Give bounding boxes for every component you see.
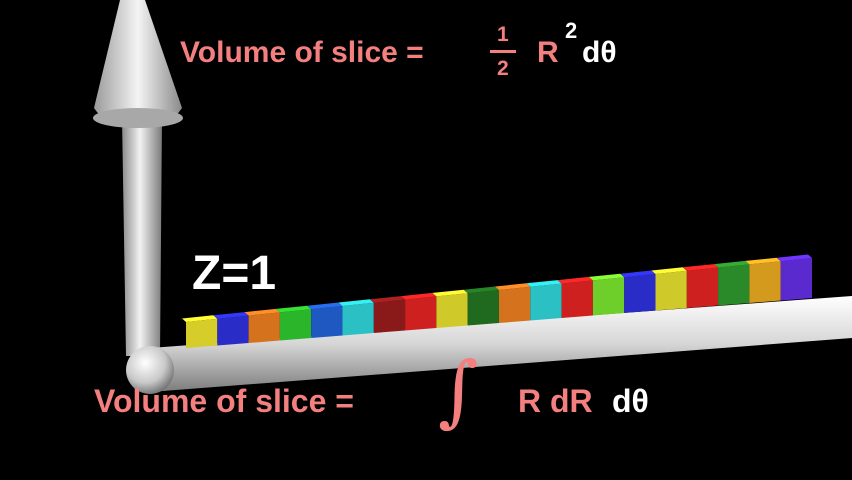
bottom-formula-dtheta: dθ — [612, 383, 649, 419]
horizontal-axis — [150, 296, 852, 392]
cube-top-8 — [401, 292, 437, 300]
cube-top-10 — [463, 286, 499, 294]
cube-top-6 — [338, 299, 374, 306]
cube-top-19 — [745, 257, 781, 265]
cube-front-5 — [311, 306, 343, 338]
cube-top-12 — [526, 280, 562, 287]
cube-top-20 — [776, 254, 812, 262]
cube-top-18 — [714, 260, 750, 268]
cube-front-18 — [718, 264, 750, 306]
cube-front-16 — [655, 270, 687, 311]
cube-front-8 — [405, 296, 437, 331]
bottom-formula-lhs: Volume of slice = — [94, 383, 354, 419]
cube-top-4 — [275, 305, 312, 313]
cube-strip — [182, 254, 812, 348]
cube-front-11 — [499, 286, 531, 323]
z-label: Z=1 — [192, 247, 277, 300]
cube-top-15 — [620, 270, 656, 278]
cube-front-3 — [248, 312, 280, 343]
cube-top-9 — [432, 289, 468, 297]
top-formula-fraction-denominator: 2 — [497, 57, 509, 80]
cube-front-20 — [780, 258, 812, 301]
cube-top-2 — [213, 312, 249, 319]
bottom-formula-integrand: R dR — [518, 383, 593, 419]
top-formula-lhs: Volume of slice = — [180, 36, 424, 69]
cube-top-16 — [651, 267, 687, 274]
top-formula-fraction-numerator: 1 — [497, 23, 509, 46]
vertical-axis — [93, 0, 183, 356]
cube-front-1 — [186, 318, 218, 348]
cube-top-1 — [182, 315, 218, 322]
cube-top-17 — [682, 264, 719, 271]
top-formula-dtheta: dθ — [582, 36, 617, 69]
top-formula-exponent: 2 — [565, 18, 578, 43]
integral-sign: ∫ — [438, 346, 479, 436]
cube-top-5 — [307, 302, 343, 310]
cube-front-6 — [342, 302, 374, 336]
cube-front-10 — [467, 290, 499, 326]
cube-front-4 — [279, 309, 312, 341]
cube-top-3 — [244, 308, 280, 316]
axis-arrowhead-icon — [94, 0, 182, 124]
cube-top-7 — [369, 296, 406, 303]
cube-front-19 — [749, 261, 781, 303]
top-formula-r: R — [537, 36, 559, 69]
cube-front-15 — [624, 274, 656, 313]
cube-front-9 — [436, 293, 468, 328]
cube-front-17 — [686, 267, 719, 308]
top-formula-fraction-bar — [490, 50, 516, 53]
cube-front-2 — [217, 315, 249, 346]
cube-front-14 — [592, 277, 625, 316]
cube-front-12 — [530, 283, 562, 321]
cube-top-13 — [557, 276, 593, 284]
cube-front-13 — [561, 280, 593, 318]
origin-sphere — [126, 346, 174, 394]
cube-front-7 — [373, 299, 406, 333]
cube-top-11 — [495, 283, 531, 290]
cube-top-14 — [588, 273, 625, 281]
